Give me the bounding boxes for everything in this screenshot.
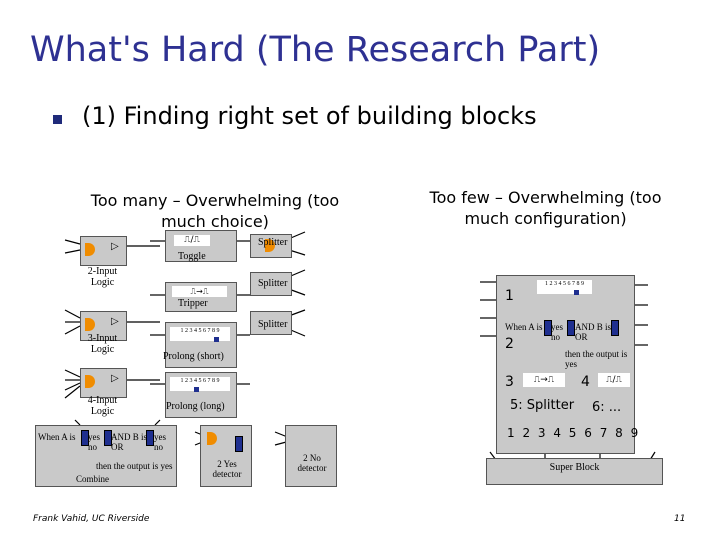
super-digits-bottom: 1 2 3 4 5 6 7 8 9 (507, 426, 641, 440)
super-when-label: When A is (505, 322, 543, 332)
gate-icon (85, 243, 95, 256)
toggle-label: Toggle (178, 251, 206, 262)
two-input-logic-block[interactable]: ▷ (80, 236, 127, 266)
combine-when-label: When A is (38, 432, 76, 442)
bullet-marker (53, 115, 62, 124)
super-block-base: Super Block (486, 458, 663, 485)
right-heading: Too few – Overwhelming (too much configu… (429, 188, 662, 228)
b-no-label: no (154, 442, 163, 452)
super-block[interactable]: 1 2 3 4 5 6 7 8 9 1 When A is yes no AND… (496, 275, 638, 454)
output-arrow-icon: ▷ (111, 241, 119, 252)
b-yes-label: yes (154, 432, 166, 442)
combine-block[interactable]: When A is yes no AND B is OR yes no then… (35, 425, 177, 487)
andor-switch[interactable] (104, 430, 112, 446)
yes-detector-label: 2 Yes detector (212, 459, 242, 479)
super-yes-label: yes (551, 322, 563, 332)
super-b-switch[interactable] (611, 320, 619, 336)
toggle-wave-icon: ⎍/⎍ (598, 373, 630, 387)
gate-icon (85, 375, 95, 388)
splitter-block-2[interactable] (250, 272, 292, 296)
four-input-logic-block[interactable]: ▷ (80, 368, 127, 398)
super-or-label: OR (575, 332, 588, 342)
a-yes-label: yes (88, 432, 100, 442)
two-input-logic-label: 2-Input Logic (87, 266, 118, 288)
prolong-long-label: Prolong (long) (166, 401, 225, 412)
no-detector-label: 2 No detector (297, 453, 327, 473)
row-4-label: 4 (581, 374, 590, 390)
super-andor-switch[interactable] (567, 320, 575, 336)
gate-icon (207, 432, 217, 445)
dial-pointer (214, 337, 219, 342)
prolong-short-label: Prolong (short) (163, 351, 224, 362)
super-and-b-label: AND B is (575, 322, 612, 332)
prolong-short-block[interactable]: 1 2 3 4 5 6 7 8 9 (165, 322, 237, 368)
toggle-block[interactable]: ⎍/⎍ (165, 230, 237, 262)
row-2-label: 2 (505, 336, 514, 352)
left-heading: Too many – Overwhelming (too much choice… (90, 191, 340, 231)
dial-pointer (574, 290, 579, 295)
output-arrow-icon: ▷ (111, 316, 119, 327)
bullet-text: (1) Finding right set of building blocks (82, 102, 537, 130)
dial-digits: 1 2 3 4 5 6 7 8 9 (180, 378, 220, 384)
tripper-block[interactable]: ⎍→⎍ (165, 282, 237, 312)
dial-pointer (194, 387, 199, 392)
splitter-block-1[interactable] (250, 234, 292, 258)
splitter-block-3[interactable] (250, 311, 292, 335)
super-dial-top[interactable]: 1 2 3 4 5 6 7 8 9 (537, 280, 592, 294)
prolong-long-dial[interactable]: 1 2 3 4 5 6 7 8 9 (170, 377, 230, 391)
combine-label: Combine (76, 474, 109, 484)
more-options-label: 6: ... (592, 400, 622, 415)
author-footer: Frank Vahid, UC Riverside (33, 514, 150, 524)
output-arrow-icon: ▷ (111, 373, 119, 384)
dial-digits: 1 2 3 4 5 6 7 8 9 (545, 281, 584, 287)
splitter-label-2: Splitter (258, 278, 288, 289)
row-1-label: 1 (505, 288, 514, 304)
super-no-label: no (551, 332, 560, 342)
tripper-wave-icon: ⎍→⎍ (523, 373, 565, 387)
toggle-wave-icon: ⎍/⎍ (174, 235, 210, 246)
tripper-wave-icon: ⎍→⎍ (172, 286, 227, 297)
detector-switch[interactable] (235, 436, 243, 452)
gate-icon (85, 318, 95, 331)
then-output-label: then the output is yes (96, 461, 173, 471)
and-b-label: AND B is (111, 432, 148, 442)
yes-detector-block[interactable]: 2 Yes detector (200, 425, 252, 487)
a-switch[interactable] (81, 430, 89, 446)
prolong-short-dial[interactable]: 1 2 3 4 5 6 7 8 9 (170, 327, 230, 341)
splitter-label-3: Splitter (258, 319, 288, 330)
prolong-long-block[interactable]: 1 2 3 4 5 6 7 8 9 (165, 372, 237, 418)
dial-digits: 1 2 3 4 5 6 7 8 9 (180, 328, 220, 334)
splitter-option-label: 5: Splitter (510, 398, 575, 413)
tripper-label: Tripper (178, 298, 208, 309)
slide-title: What's Hard (The Research Part) (30, 30, 601, 70)
b-switch[interactable] (146, 430, 154, 446)
gate-icon (265, 239, 275, 252)
splitter-label-1: Splitter (258, 237, 288, 248)
or-label: OR (111, 442, 124, 452)
row-3-label: 3 (505, 374, 514, 390)
three-input-logic-block[interactable]: ▷ (80, 311, 127, 341)
super-block-label: Super Block (549, 462, 600, 473)
no-detector-block[interactable]: 2 No detector (285, 425, 337, 487)
a-no-label: no (88, 442, 97, 452)
super-a-switch[interactable] (544, 320, 552, 336)
page-number: 11 (674, 514, 686, 524)
four-input-logic-label: 4-Input Logic (87, 395, 118, 417)
three-input-logic-label: 3-Input Logic (87, 333, 118, 355)
super-then-label: then the output is yes (565, 349, 628, 369)
